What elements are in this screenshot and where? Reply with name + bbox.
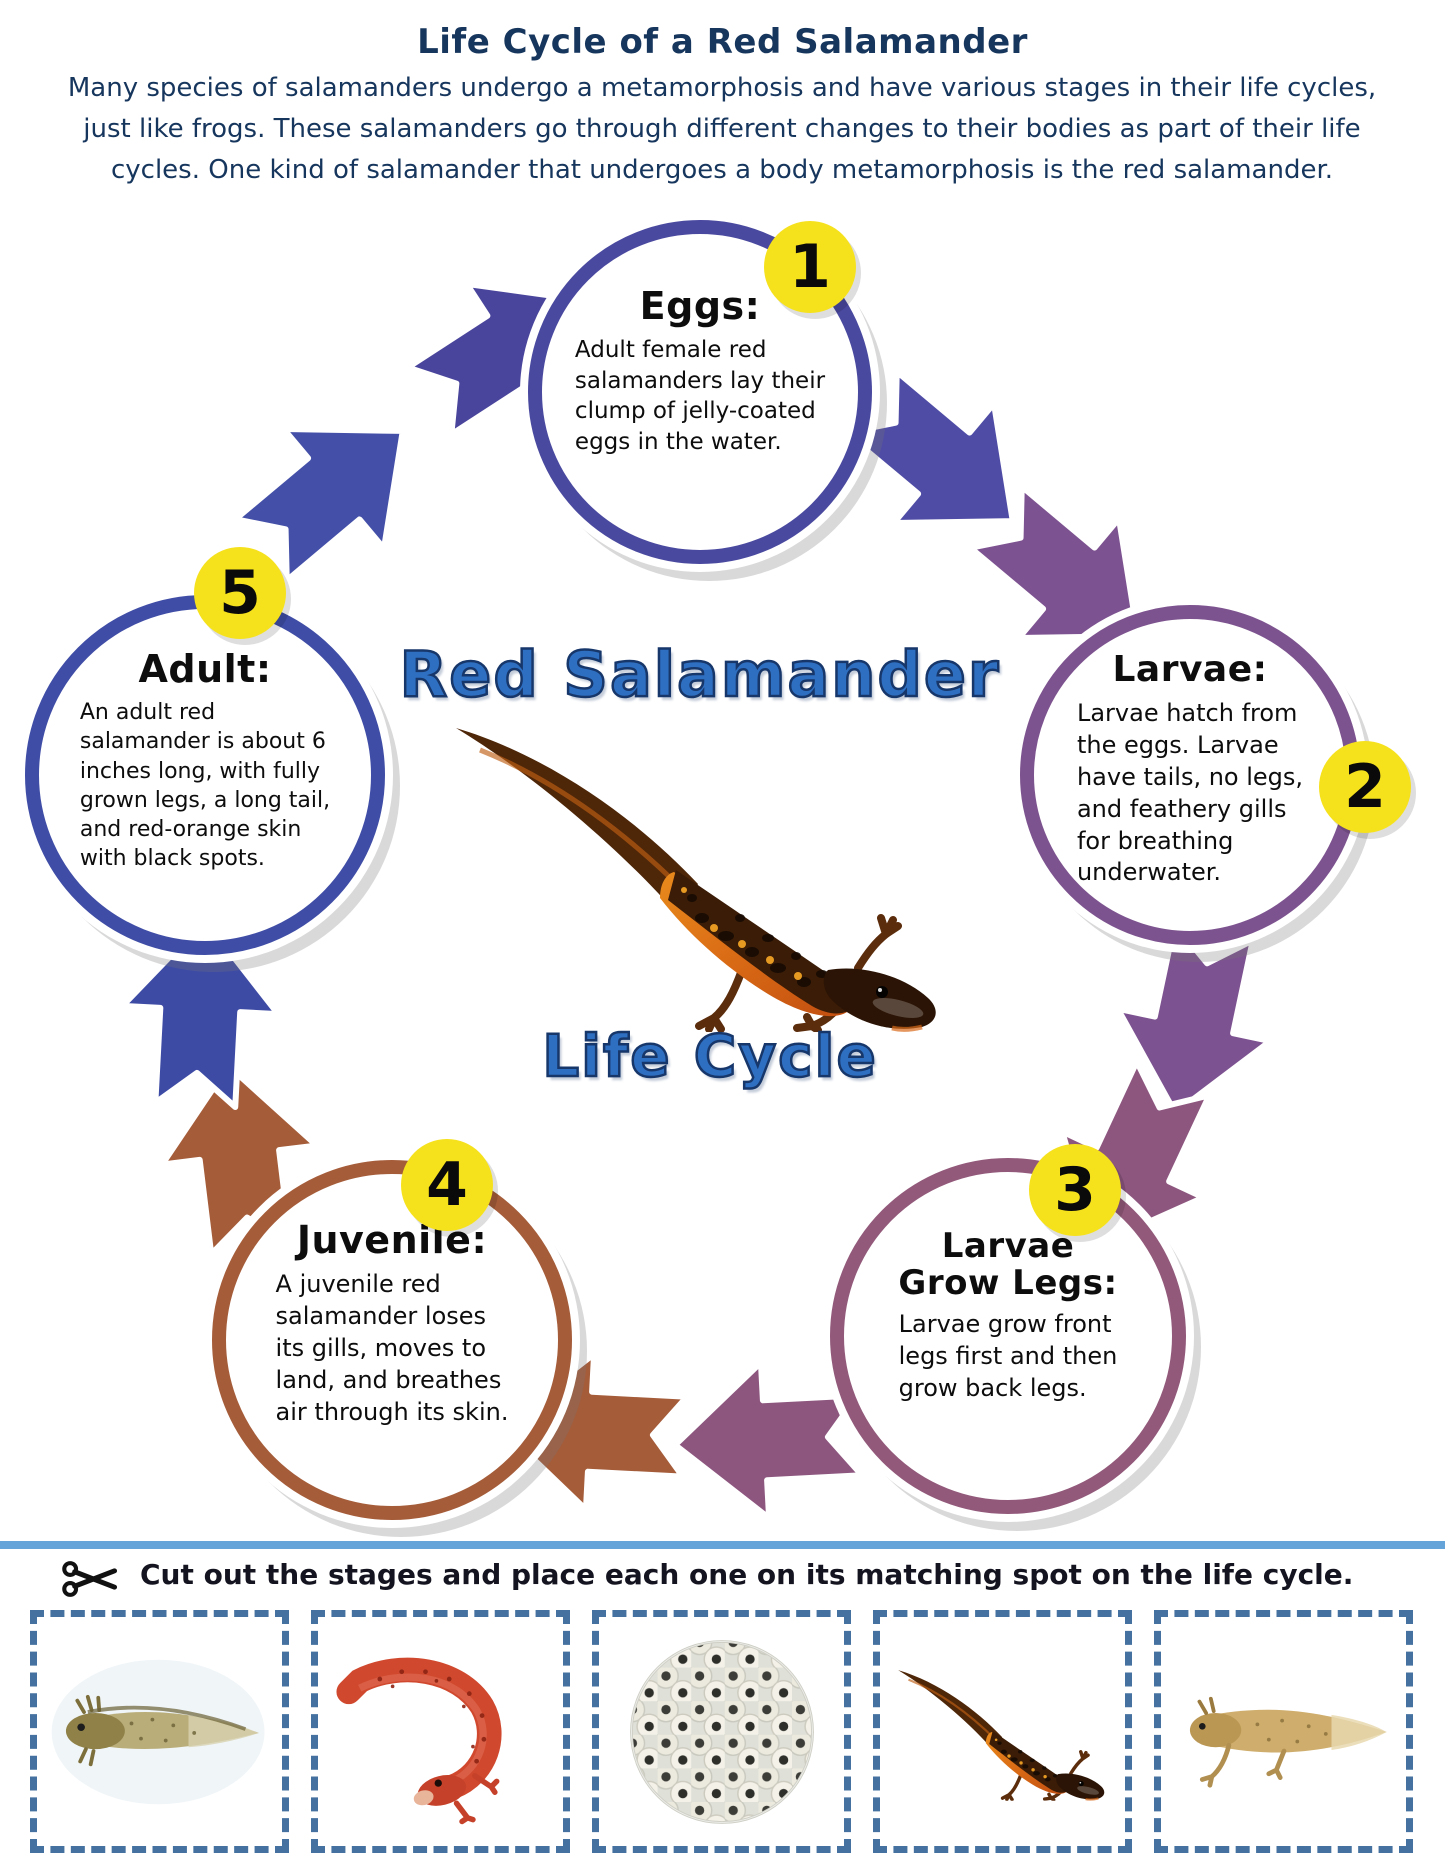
stage-circle-larvae: Larvae: Larvae hatch from the eggs. Larv… xyxy=(1020,605,1360,945)
stage-description-adult: An adult red salamander is about 6 inche… xyxy=(79,700,331,872)
cycle-center-title: Red Salamander xyxy=(398,637,1001,713)
larva-with-legs-photo xyxy=(1189,1696,1387,1788)
cutout-instruction-row: Cut out the stages and place each one on… xyxy=(0,1554,1445,1602)
stage-description-eggs: Adult female red salamanders lay their c… xyxy=(574,337,826,455)
cutout-box-larva-with-legs xyxy=(1154,1610,1413,1853)
cutout-box-larva xyxy=(30,1610,289,1853)
cutout-box-egg-clump xyxy=(592,1610,851,1853)
egg-clump-photo xyxy=(629,1639,814,1824)
stage-number-badge-3: 3 xyxy=(1029,1144,1121,1236)
stage-heading-adult: Adult: xyxy=(138,647,272,691)
section-divider xyxy=(0,1541,1445,1549)
stage-description-larvae-grow-legs: Larvae grow front legs first and then gr… xyxy=(898,1310,1118,1403)
scissors-icon xyxy=(62,1561,118,1597)
stage-circle-larvae-grow-legs: Larvae Grow Legs: Larvae grow front legs… xyxy=(830,1158,1186,1514)
stage-heading-eggs: Eggs: xyxy=(639,284,761,328)
stage-number-badge-2: 2 xyxy=(1319,741,1411,833)
juvenile-red-salamander-photo xyxy=(335,1657,502,1824)
cutout-instruction: Cut out the stages and place each one on… xyxy=(140,1558,1354,1591)
cutout-box-adult-red-salamander xyxy=(873,1610,1132,1853)
stage-heading-larvae: Larvae: xyxy=(1112,649,1268,690)
cycle-center-subtitle: Life Cycle xyxy=(541,1021,878,1092)
red-salamander-photo xyxy=(430,712,970,1032)
cycle-arrow-legs-to-juvenile-1 xyxy=(671,1357,864,1522)
stage-circle-adult: Adult: An adult red salamander is about … xyxy=(25,595,385,955)
stage-heading-larvae-grow-legs: Larvae Grow Legs: xyxy=(898,1226,1118,1303)
stage-description-juvenile: A juvenile red salamander loses its gill… xyxy=(275,1270,509,1426)
page-title: Life Cycle of a Red Salamander xyxy=(417,22,1028,62)
stage-description-larvae: Larvae hatch from the eggs. Larvae have … xyxy=(1076,698,1304,887)
salamander-larva-photo xyxy=(51,1659,265,1804)
intro-paragraph: Many species of salamanders undergo a me… xyxy=(67,73,1377,186)
adult-red-salamander-photo xyxy=(887,1663,1119,1801)
cutout-box-juvenile-red-salamander xyxy=(311,1610,570,1853)
stage-circle-juvenile: Juvenile: A juvenile red salamander lose… xyxy=(212,1160,572,1520)
stage-number-badge-5: 5 xyxy=(194,547,286,639)
stage-number-badge-1: 1 xyxy=(764,221,856,313)
stage-number-badge-4: 4 xyxy=(401,1139,493,1231)
